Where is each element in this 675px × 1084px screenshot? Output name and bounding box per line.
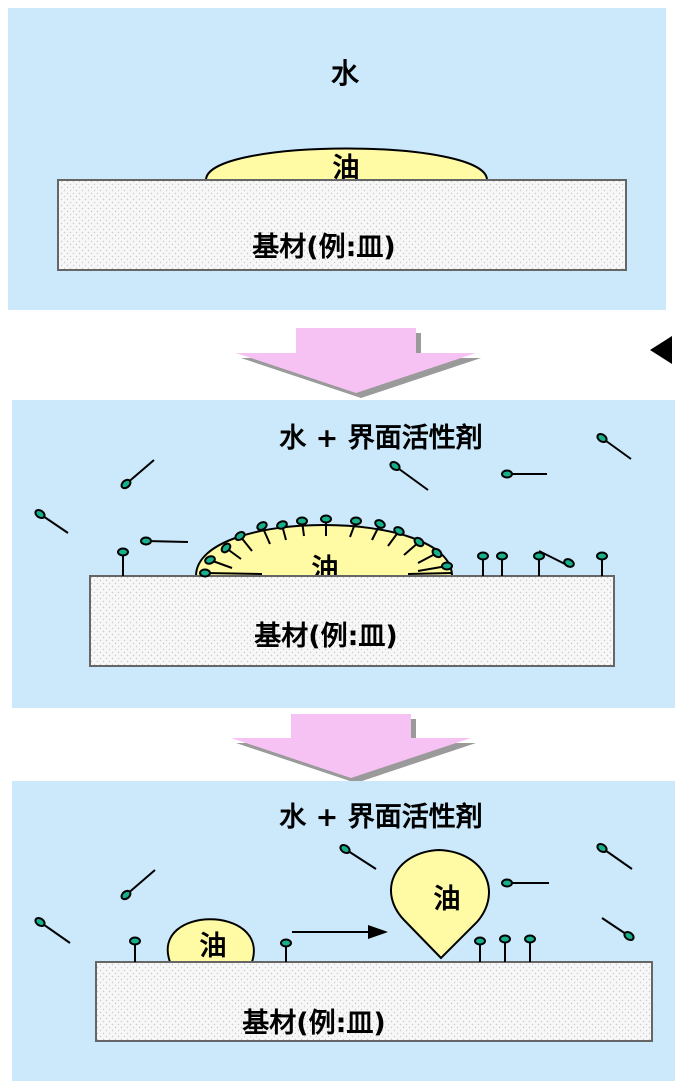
oil-droplet-attached: [166, 918, 255, 963]
water-label: 水 + 界面活性剤: [279, 801, 482, 833]
substrate: [95, 961, 653, 1042]
oil-label-detaching: 油: [434, 884, 461, 915]
arrow-right-icon: [292, 925, 388, 939]
substrate: [57, 179, 627, 271]
transition-arrow-1: [236, 328, 481, 398]
panel-2: 水 + 界面活性剤 油 基材(例:皿): [12, 400, 675, 708]
oil-label: 油: [333, 153, 360, 184]
oil-droplet: [204, 147, 489, 181]
substrate-label: 基材(例:皿): [252, 232, 395, 263]
triangle-left-icon: [650, 336, 672, 364]
surfactant-molecules: [34, 842, 635, 962]
oil-droplet: [194, 524, 454, 577]
substrate: [89, 575, 615, 667]
substrate-label: 基材(例:皿): [254, 621, 397, 652]
water-label: 水 + 界面活性剤: [279, 422, 482, 454]
surfactant-molecules: [34, 432, 632, 578]
substrate-label: 基材(例:皿): [242, 1008, 385, 1039]
transition-arrow-2: [231, 714, 476, 783]
oil-label-attached: 油: [200, 931, 227, 962]
water-label: 水: [331, 57, 360, 90]
panel-3: 水 + 界面活性剤 油 油 基材(例:皿): [12, 781, 675, 1081]
oil-droplet-detaching: [390, 848, 490, 960]
panel-1: 水 油 基材(例:皿): [8, 8, 666, 310]
